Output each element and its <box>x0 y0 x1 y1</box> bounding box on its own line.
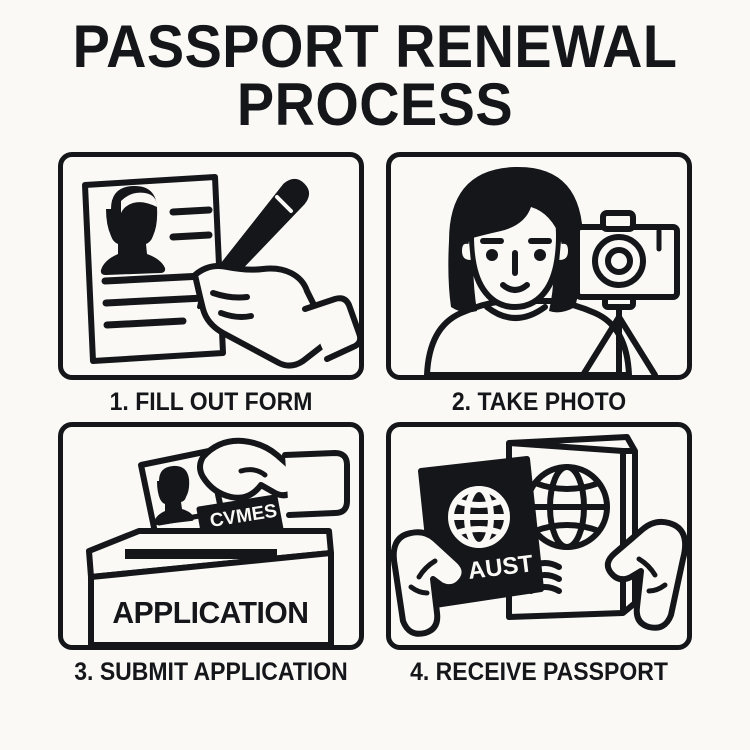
step-3: CVMES <box>58 422 364 686</box>
camera-icon <box>574 210 680 310</box>
step-4: AUST 4. RECEIVE PASSPOR <box>386 422 692 686</box>
ear-left <box>455 237 472 266</box>
box-slot <box>125 549 277 559</box>
right-hand-icon <box>604 518 687 631</box>
step-1-caption: 1. FILL OUT FORM <box>109 388 313 416</box>
fringe <box>469 183 561 239</box>
title-line-2: PROCESS <box>236 70 514 138</box>
page-title: PASSPORT RENEWAL PROCESS <box>26 13 724 138</box>
globe-emblem-dark <box>448 486 510 548</box>
ear-right <box>558 237 575 266</box>
form-line-short-2 <box>169 231 213 241</box>
submit-application-illustration: CVMES <box>86 437 350 645</box>
submission-box: APPLICATION <box>86 528 334 645</box>
mouth <box>500 282 530 293</box>
globe-emblem-light <box>524 464 610 550</box>
eyes <box>486 249 546 261</box>
step-2: 2. TAKE PHOTO <box>386 152 692 416</box>
step-2-caption: 2. TAKE PHOTO <box>451 388 627 416</box>
fill-out-form-illustration <box>82 174 359 369</box>
tripod-icon <box>580 304 658 375</box>
portrait-photo-icon <box>100 185 166 275</box>
left-hand-icon <box>391 529 468 637</box>
title-line-1: PASSPORT RENEWAL <box>72 13 678 80</box>
step-4-caption: 4. RECEIVE PASSPORT <box>410 658 668 686</box>
box-label: APPLICATION <box>112 596 308 631</box>
hand-icon <box>197 437 350 518</box>
collar <box>484 304 548 321</box>
form-line-long-1 <box>101 272 207 285</box>
form-line-long-3 <box>103 317 187 329</box>
step-1: 1. FILL OUT FORM <box>58 152 364 416</box>
step-1-panel <box>58 152 364 380</box>
box-body <box>88 550 334 645</box>
steps-grid: 1. FILL OUT FORM <box>58 152 692 722</box>
shoulders <box>424 298 632 375</box>
form-line-long-2 <box>102 294 208 307</box>
hand-icon <box>192 263 359 369</box>
step-3-panel: CVMES <box>58 422 364 650</box>
step-3-caption: 3. SUBMIT APPLICATION <box>74 658 348 686</box>
step-4-panel: AUST <box>386 422 692 650</box>
step-2-panel <box>386 152 692 380</box>
receive-passport-illustration: AUST <box>391 434 687 637</box>
take-photo-illustration <box>424 166 680 375</box>
form-line-short-1 <box>169 206 213 216</box>
